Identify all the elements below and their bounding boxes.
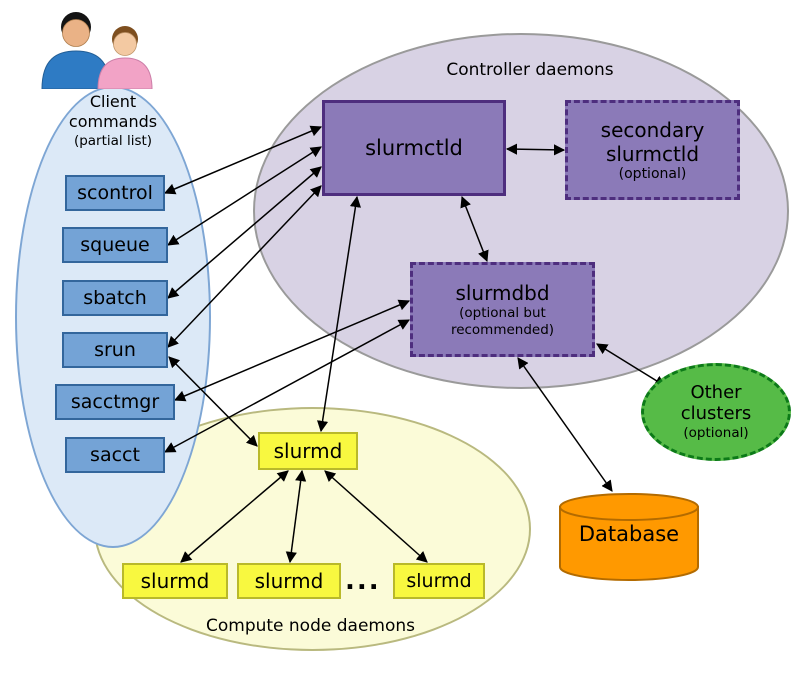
squeue-box: squeue bbox=[62, 227, 168, 263]
srun-box: srun bbox=[62, 332, 168, 368]
secondary-slurmctld-box: secondary slurmctld (optional) bbox=[565, 100, 740, 200]
sacct-box: sacct bbox=[65, 437, 165, 473]
other-clusters-line2: clusters bbox=[680, 403, 752, 424]
sbatch-box: sbatch bbox=[62, 280, 168, 316]
controller-daemons-title: Controller daemons bbox=[446, 60, 614, 80]
slurmdbd-box: slurmdbd (optional but recommended) bbox=[410, 262, 595, 357]
client-commands-group bbox=[15, 86, 211, 548]
slurmd-node3-box: slurmd bbox=[393, 563, 485, 599]
slurmd-node1-box: slurmd bbox=[122, 563, 228, 599]
client-title-line1: Client bbox=[89, 92, 137, 111]
sacctmgr-box: sacctmgr bbox=[55, 384, 175, 420]
other-clusters-line1: Other bbox=[690, 382, 742, 404]
client-users-icon bbox=[41, 12, 153, 89]
slurmdbd-note2: recommended) bbox=[450, 321, 555, 338]
compute-nodes-ellipsis: ... bbox=[345, 566, 381, 596]
slurmctld-box: slurmctld bbox=[322, 100, 506, 196]
compute-node-daemons-title: Compute node daemons bbox=[205, 616, 415, 636]
secondary-slurmctld-line1: secondary bbox=[600, 118, 705, 142]
scontrol-box: scontrol bbox=[65, 175, 165, 211]
slurmd-node2-box: slurmd bbox=[237, 563, 341, 599]
database-label: Database bbox=[578, 522, 680, 546]
client-commands-title: Client commands (partial list) bbox=[15, 92, 211, 150]
other-clusters-ellipse: Other clusters (optional) bbox=[641, 363, 791, 461]
secondary-slurmctld-note: (optional) bbox=[618, 166, 687, 182]
secondary-slurmctld-line2: slurmctld bbox=[605, 142, 700, 166]
database-cylinder-shape bbox=[559, 493, 699, 581]
database-cylinder: Database bbox=[558, 492, 700, 582]
slurmdbd-note1: (optional but bbox=[459, 305, 546, 322]
client-title-line2: commands bbox=[68, 112, 158, 132]
slurmd-head-box: slurmd bbox=[258, 432, 358, 470]
client-title-line3: (partial list) bbox=[73, 132, 153, 149]
other-clusters-note: (optional) bbox=[683, 424, 749, 441]
slurmdbd-label: slurmdbd bbox=[455, 281, 550, 306]
